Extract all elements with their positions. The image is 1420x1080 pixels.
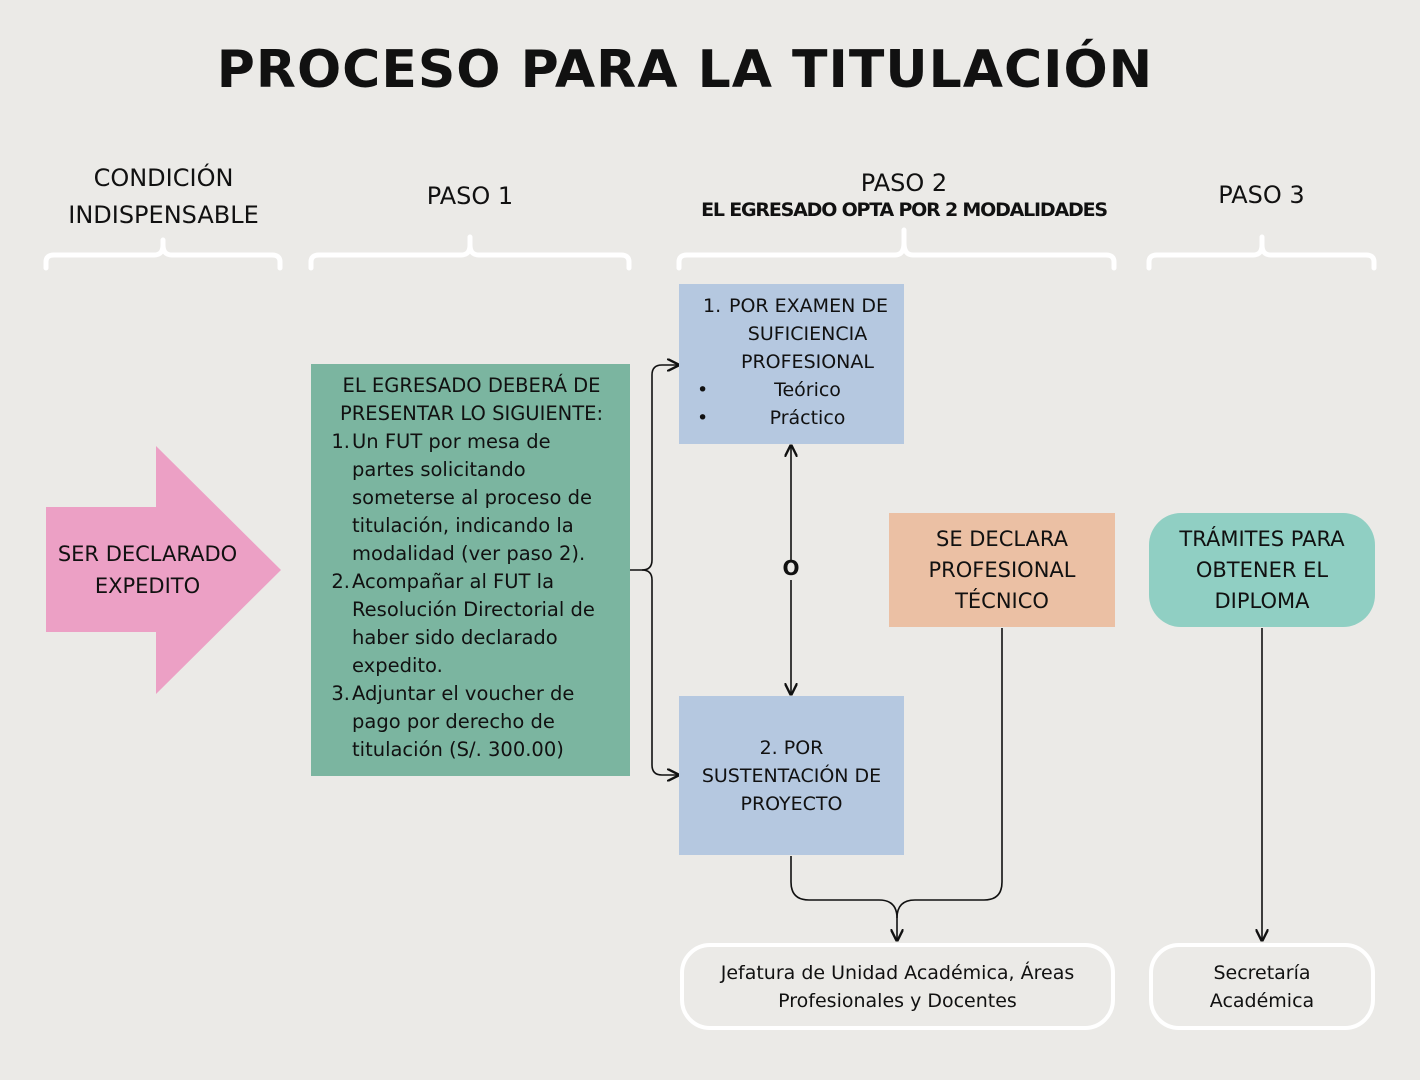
bullet-text: Práctico <box>769 407 846 429</box>
brace-condicion <box>43 237 283 271</box>
text-line: TÉCNICO <box>955 588 1049 613</box>
item-number: 3. <box>331 682 350 705</box>
bullet-text: Teórico <box>774 379 841 401</box>
connector-to-jefatura <box>790 856 897 940</box>
intro-line: EL EGRESADO DEBERÁ DE <box>342 374 601 397</box>
header-paso2: PASO 2 EL EGRESADO OPTA POR 2 MODALIDADE… <box>678 166 1130 220</box>
text-line: Académica <box>1209 989 1315 1012</box>
brace-paso3 <box>1146 234 1377 271</box>
tramites-diploma-box: TRÁMITES PARA OBTENER EL DIPLOMA <box>1149 513 1375 627</box>
text-line: 2. POR <box>759 736 824 759</box>
header-paso1: PASO 1 <box>426 182 514 210</box>
modalidad-examen-box: 1. POR EXAMEN DE SUFICIENCIA PROFESIONAL… <box>679 284 904 444</box>
modalidad-sustentacion-box: 2. POR SUSTENTACIÓN DE PROYECTO <box>679 696 904 855</box>
text-line: Profesionales y Docentes <box>778 989 1017 1012</box>
header-line: PASO 2 <box>860 169 948 197</box>
text-line: PROFESIONAL <box>928 557 1076 582</box>
item-text: Un FUT por mesa de partes solicitando so… <box>352 430 592 565</box>
requirement-item: 1.Un FUT por mesa de partes solicitando … <box>329 428 614 568</box>
requirement-item: 3.Adjuntar el voucher de pago por derech… <box>329 680 614 764</box>
paso1-box: EL EGRESADO DEBERÁ DE PRESENTAR LO SIGUI… <box>311 364 630 776</box>
modalidad-title: 1. POR EXAMEN DE SUFICIENCIA PROFESIONAL <box>679 292 904 376</box>
header-condicion: CONDICIÓN INDISPENSABLE <box>45 160 282 234</box>
item-number: 2. <box>331 570 350 593</box>
brace-paso2 <box>676 227 1117 271</box>
text-line: EXPEDITO <box>94 573 201 598</box>
header-line: INDISPENSABLE <box>68 201 259 229</box>
text-line: DIPLOMA <box>1214 588 1310 613</box>
text-line: SUFICIENCIA <box>747 323 868 345</box>
text-line: Jefatura de Unidad Académica, Áreas <box>720 961 1075 984</box>
declara-profesional-box: SE DECLARA PROFESIONAL TÉCNICO <box>889 513 1115 627</box>
bullet-item: •Práctico <box>697 407 846 429</box>
text-line: OBTENER EL <box>1195 557 1329 582</box>
requirement-item: 2.Acompañar al FUT la Resolución Directo… <box>329 568 614 680</box>
item-text: Acompañar al FUT la Resolución Directori… <box>352 570 595 677</box>
text-line: TRÁMITES PARA <box>1179 526 1345 551</box>
text-line: PROYECTO <box>740 792 843 815</box>
intro-line: PRESENTAR LO SIGUIENTE: <box>339 402 604 425</box>
brace-paso1 <box>308 234 632 271</box>
or-label: O <box>782 556 800 580</box>
header-subtitle: EL EGRESADO OPTA POR 2 MODALIDADES <box>701 199 1108 221</box>
secretaria-box: Secretaría Académica <box>1149 943 1375 1030</box>
header-paso3: PASO 3 <box>1218 181 1305 209</box>
text-line: PROFESIONAL <box>741 351 874 373</box>
text-line: SER DECLARADO <box>57 541 238 566</box>
text-line: POR EXAMEN DE <box>729 295 888 317</box>
jefatura-box: Jefatura de Unidad Académica, Áreas Prof… <box>680 943 1115 1030</box>
text-line: SUSTENTACIÓN DE <box>701 764 882 787</box>
item-number: 1. <box>703 295 722 317</box>
bullet-item: •Teórico <box>697 379 841 401</box>
item-text: Adjuntar el voucher de pago por derecho … <box>352 682 575 761</box>
page-title: PROCESO PARA LA TITULACIÓN <box>216 40 1154 100</box>
text-line: SE DECLARA <box>935 526 1069 551</box>
header-line: CONDICIÓN <box>93 164 234 192</box>
item-number: 1. <box>331 430 350 453</box>
arrow-label: SER DECLARADO EXPEDITO <box>46 507 249 632</box>
connector-paso1-modalidades <box>630 365 678 571</box>
text-line: Secretaría <box>1213 961 1311 984</box>
